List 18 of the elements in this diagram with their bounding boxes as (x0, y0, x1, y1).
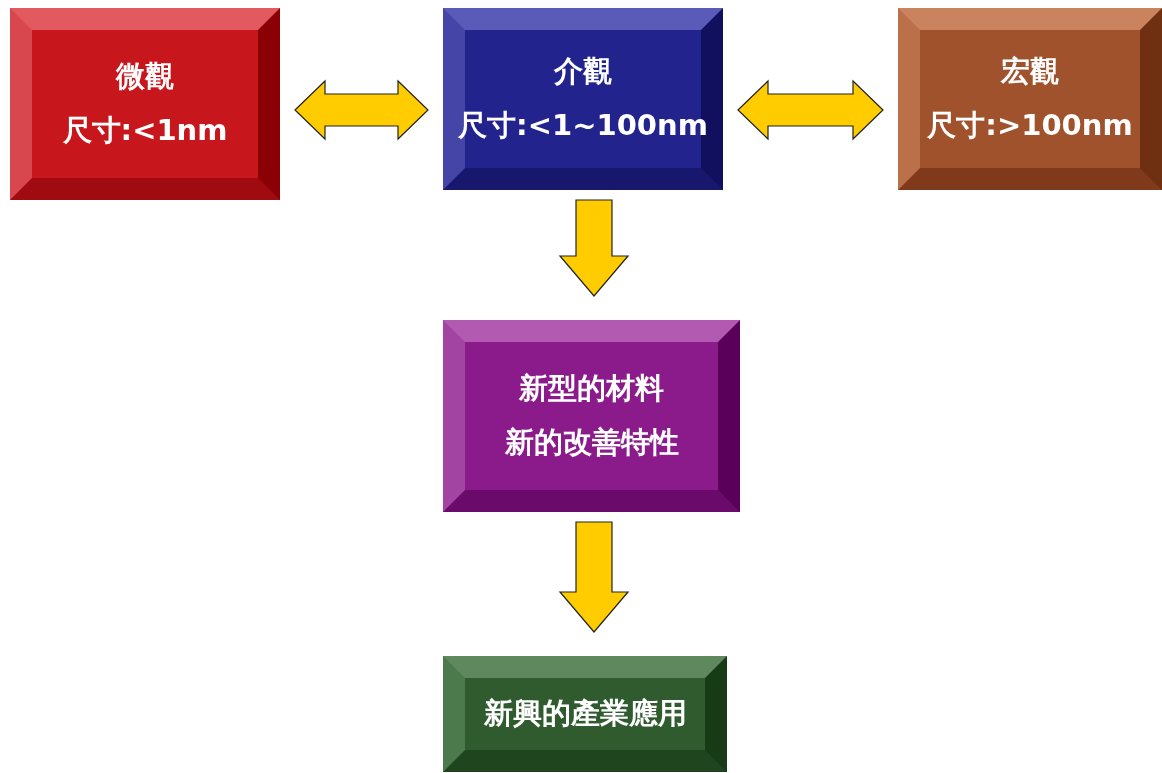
process-box (443, 656, 727, 772)
box-text: 尺寸:<1~100nm (458, 110, 708, 142)
block-arrow (558, 199, 630, 297)
box-text: 新興的產業應用 (483, 698, 687, 730)
process-box (443, 320, 740, 512)
double-block-arrow (294, 79, 429, 141)
box-text: 新的改善特性 (504, 427, 679, 459)
box-text: 尺寸:<1nm (62, 115, 228, 147)
process-box (10, 8, 280, 200)
double-block-arrow (737, 79, 884, 141)
box-heading: 微觀 (116, 61, 174, 93)
box-text: 尺寸:>100nm (927, 110, 1133, 142)
process-box (443, 8, 723, 190)
box-heading: 介觀 (554, 56, 612, 88)
box-heading: 宏觀 (1001, 56, 1059, 88)
box-heading: 新型的材料 (519, 373, 664, 405)
block-arrow (558, 521, 630, 633)
process-box (898, 8, 1162, 190)
